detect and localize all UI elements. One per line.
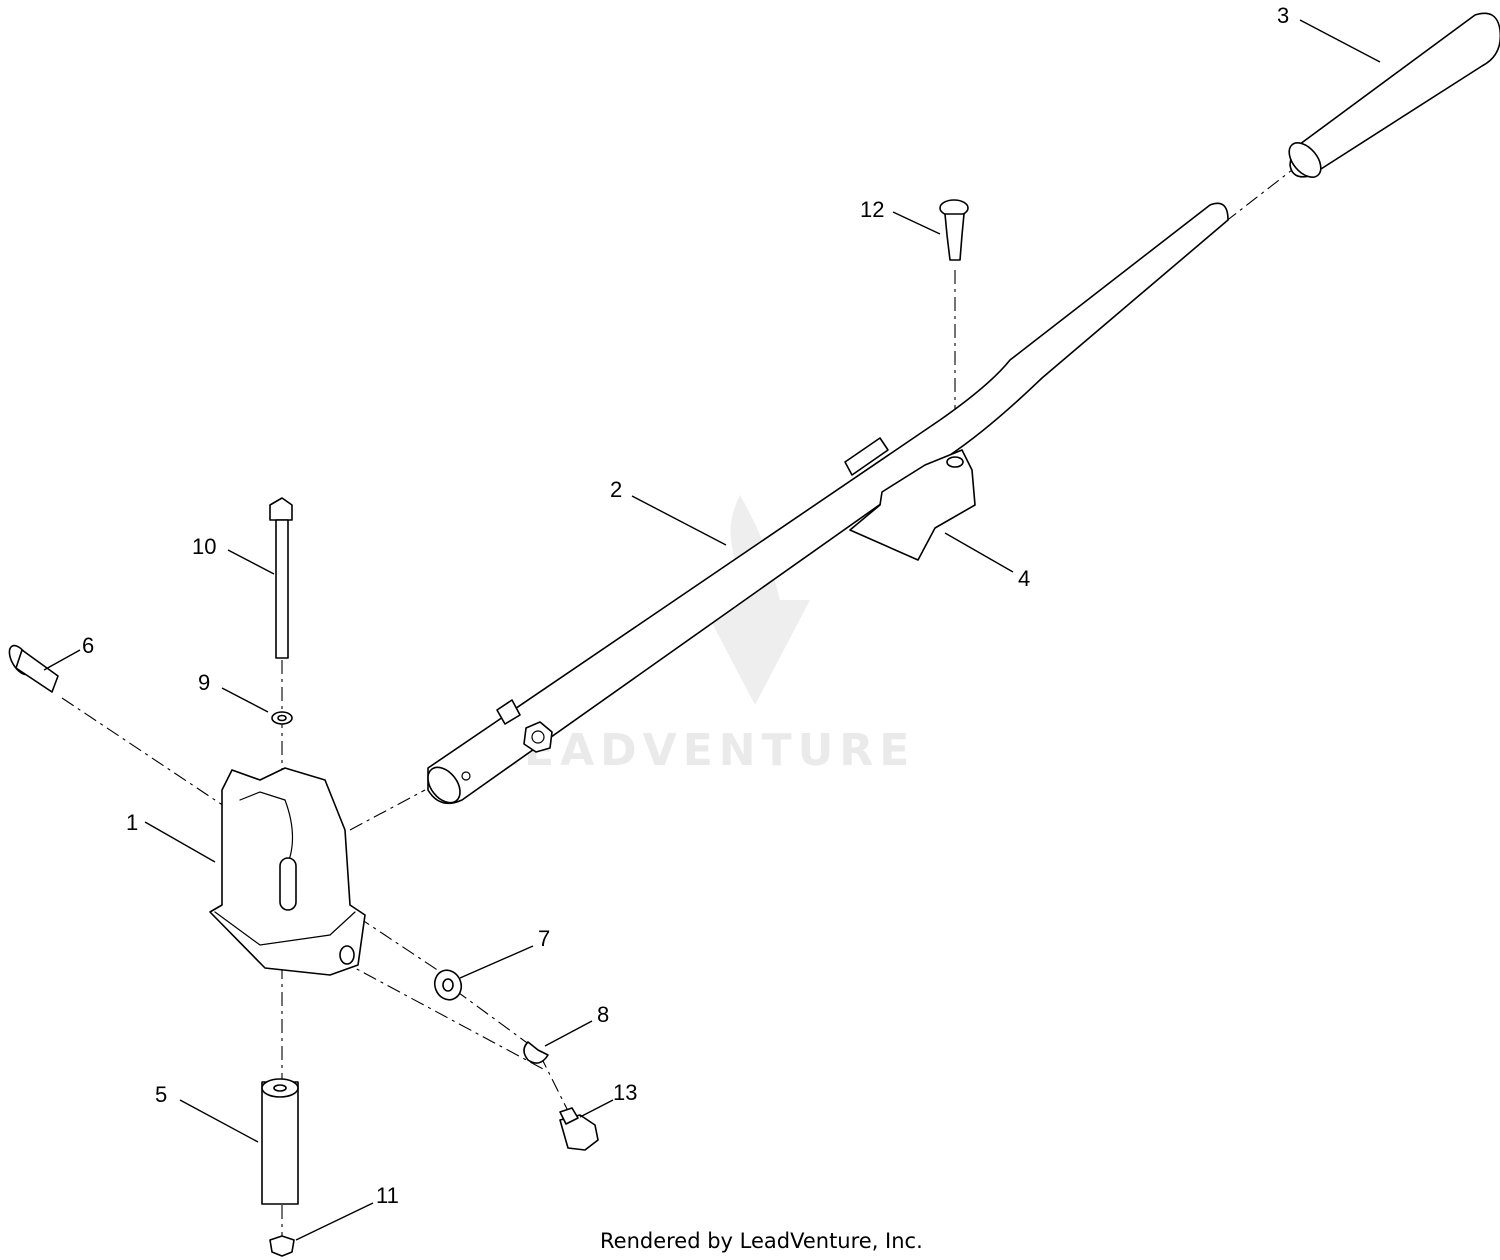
callout-12: 12 (860, 197, 884, 222)
assembly-center-lines (61, 169, 1293, 1240)
callout-leaders (43, 19, 1381, 1241)
callout-5: 5 (155, 1082, 167, 1107)
leadventure-watermark: LEADVENTURE (490, 495, 915, 776)
part-1-mounting-bracket (209, 767, 366, 976)
part-5-spacer-tube (261, 1078, 299, 1205)
part-8-e-clip (523, 1041, 549, 1064)
callout-4: 4 (1018, 566, 1030, 591)
callout-9: 9 (198, 670, 210, 695)
part-7-flat-washer (433, 969, 463, 1001)
part-3-hand-grip (1288, 12, 1500, 178)
callout-13: 13 (613, 1080, 637, 1105)
callout-1: 1 (126, 810, 138, 835)
callout-10: 10 (192, 534, 216, 559)
callout-labels: 1 2 3 4 5 6 7 8 9 10 11 12 13 (82, 3, 1289, 1208)
part-11-flange-nut (269, 1235, 295, 1257)
part-13-flange-bolt (559, 1107, 599, 1151)
callout-3: 3 (1277, 3, 1289, 28)
part-6-clevis-pin (8, 644, 59, 693)
callout-11: 11 (376, 1183, 399, 1208)
watermark-text: LEADVENTURE (490, 725, 915, 776)
part-9-washer (271, 711, 293, 725)
part-12-shoulder-bolt (939, 199, 969, 261)
callout-6: 6 (82, 633, 94, 658)
callout-2: 2 (610, 477, 622, 502)
part-4-lever-bracket (849, 449, 976, 561)
callout-8: 8 (597, 1002, 609, 1027)
part-10-long-bolt (269, 497, 293, 659)
leadventure-logo-icon (700, 495, 810, 705)
callout-7: 7 (538, 926, 550, 951)
rendered-by-footer: Rendered by LeadVenture, Inc. (600, 1229, 923, 1253)
part-2-control-lever (427, 202, 1229, 805)
